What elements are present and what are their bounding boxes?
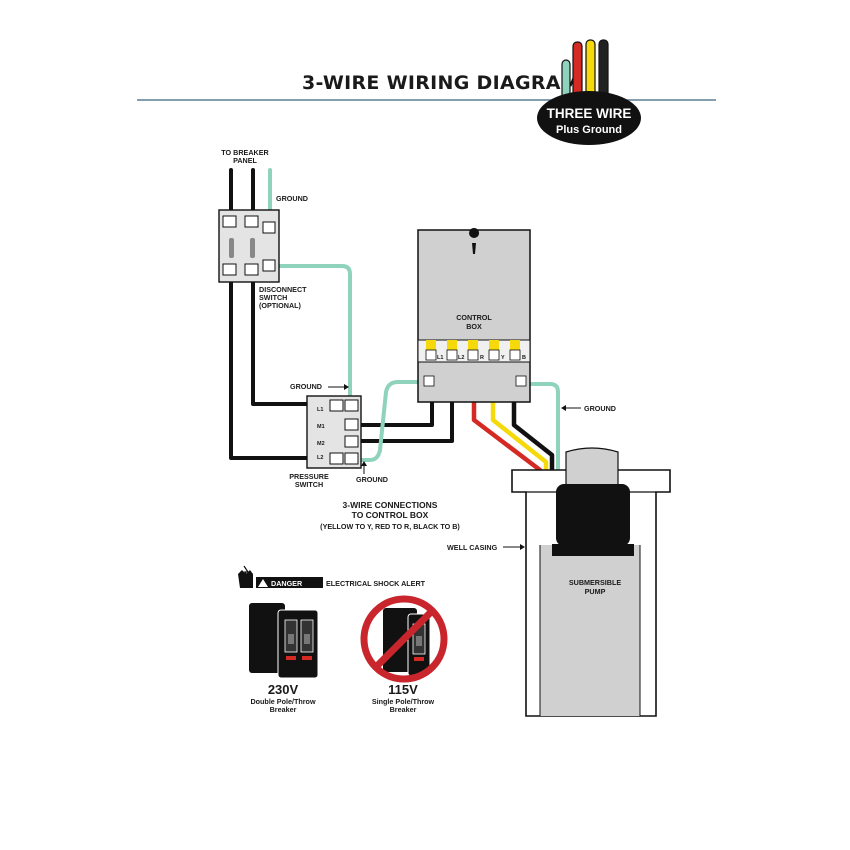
- wire-bundle-logo-icon: [561, 39, 609, 101]
- pressure-terminal-m2: M2: [317, 441, 325, 447]
- warning-triangle-icon: [258, 579, 268, 587]
- ground-label-right: GROUND: [584, 404, 616, 413]
- well-casing-label: WELL CASING: [447, 543, 498, 552]
- breaker-115-label-1: Single Pole/Throw: [372, 697, 435, 706]
- disconnect-label-1: DISCONNECT: [259, 285, 307, 294]
- cb-terminal-b: B: [522, 355, 526, 361]
- disconnect-label-3: (OPTIONAL): [259, 301, 302, 310]
- pressure-terminal-l2: L2: [317, 455, 323, 461]
- double-pole-breaker-icon: [249, 603, 319, 679]
- ground-label-pressure-bottom: GROUND: [356, 475, 388, 484]
- hand-shock-icon: [238, 565, 253, 588]
- breaker-115-label-2: Breaker: [390, 705, 417, 714]
- arrow-right-casing-icon: [503, 544, 525, 550]
- pressure-switch-label-2: SWITCH: [295, 480, 323, 489]
- breaker-panel-label-1: TO BREAKER: [221, 148, 269, 157]
- pump-label-1: SUBMERSIBLE: [569, 578, 622, 587]
- connections-label-1: 3-WIRE CONNECTIONS: [343, 500, 438, 510]
- pressure-terminal-m1: M1: [317, 424, 325, 430]
- arrow-left-icon: [561, 405, 581, 411]
- connections-label-2: TO CONTROL BOX: [352, 510, 429, 520]
- breaker-panel-label-2: PANEL: [233, 156, 257, 165]
- connections-label-3: (YELLOW TO Y, RED TO R, BLACK TO B): [320, 522, 460, 531]
- prohibited-icon: [360, 595, 448, 683]
- breaker-230-voltage: 230V: [268, 682, 299, 697]
- badge-line-1: THREE WIRE: [547, 106, 632, 121]
- pump-label-2: PUMP: [585, 587, 606, 596]
- keyhole-icon: [469, 228, 480, 254]
- danger-tag-bg: [256, 577, 323, 588]
- badge-line-2: Plus Ground: [556, 124, 622, 136]
- cb-terminal-r: R: [480, 355, 484, 361]
- black-wire-disc-l2: [251, 276, 320, 406]
- three-wire-badge: [537, 91, 641, 145]
- control-box: L1 L2 R Y B CONTROL BOX: [417, 228, 531, 403]
- cb-terminal-y: Y: [501, 355, 505, 361]
- control-box-label-2: BOX: [466, 322, 482, 331]
- control-box-label-1: CONTROL: [456, 313, 492, 322]
- breaker-230-label-2: Breaker: [270, 705, 297, 714]
- submersible-pump: [552, 447, 634, 556]
- ground-label-top: GROUND: [276, 194, 308, 203]
- cb-terminal-l2: L2: [458, 355, 464, 361]
- danger-tag: DANGER: [271, 579, 303, 588]
- breaker-230-label-1: Double Pole/Throw: [250, 697, 315, 706]
- ground-wire-cb-pump: [520, 382, 560, 547]
- arrow-right-icon: [328, 384, 349, 390]
- page-title: 3-WIRE WIRING DIAGRAM: [302, 72, 580, 94]
- disconnect-switch: [218, 209, 280, 283]
- ground-wire-ps-cb: [356, 380, 424, 462]
- arrow-up-icon: [361, 461, 367, 474]
- disconnect-label-2: SWITCH: [259, 293, 287, 302]
- pressure-switch-label-1: PRESSURE: [289, 472, 329, 481]
- ground-label-pressure-top: GROUND: [290, 382, 322, 391]
- black-wire-disc-l1: [229, 276, 320, 460]
- ground-wire-disc: [274, 264, 352, 410]
- danger-text: ELECTRICAL SHOCK ALERT: [326, 579, 426, 588]
- pressure-terminal-l1: L1: [317, 407, 323, 413]
- pressure-switch: L1 M1 M2 L2: [306, 395, 362, 469]
- breaker-115-voltage: 115V: [388, 682, 418, 697]
- cb-terminal-l1: L1: [437, 355, 443, 361]
- well-casing: [511, 469, 671, 717]
